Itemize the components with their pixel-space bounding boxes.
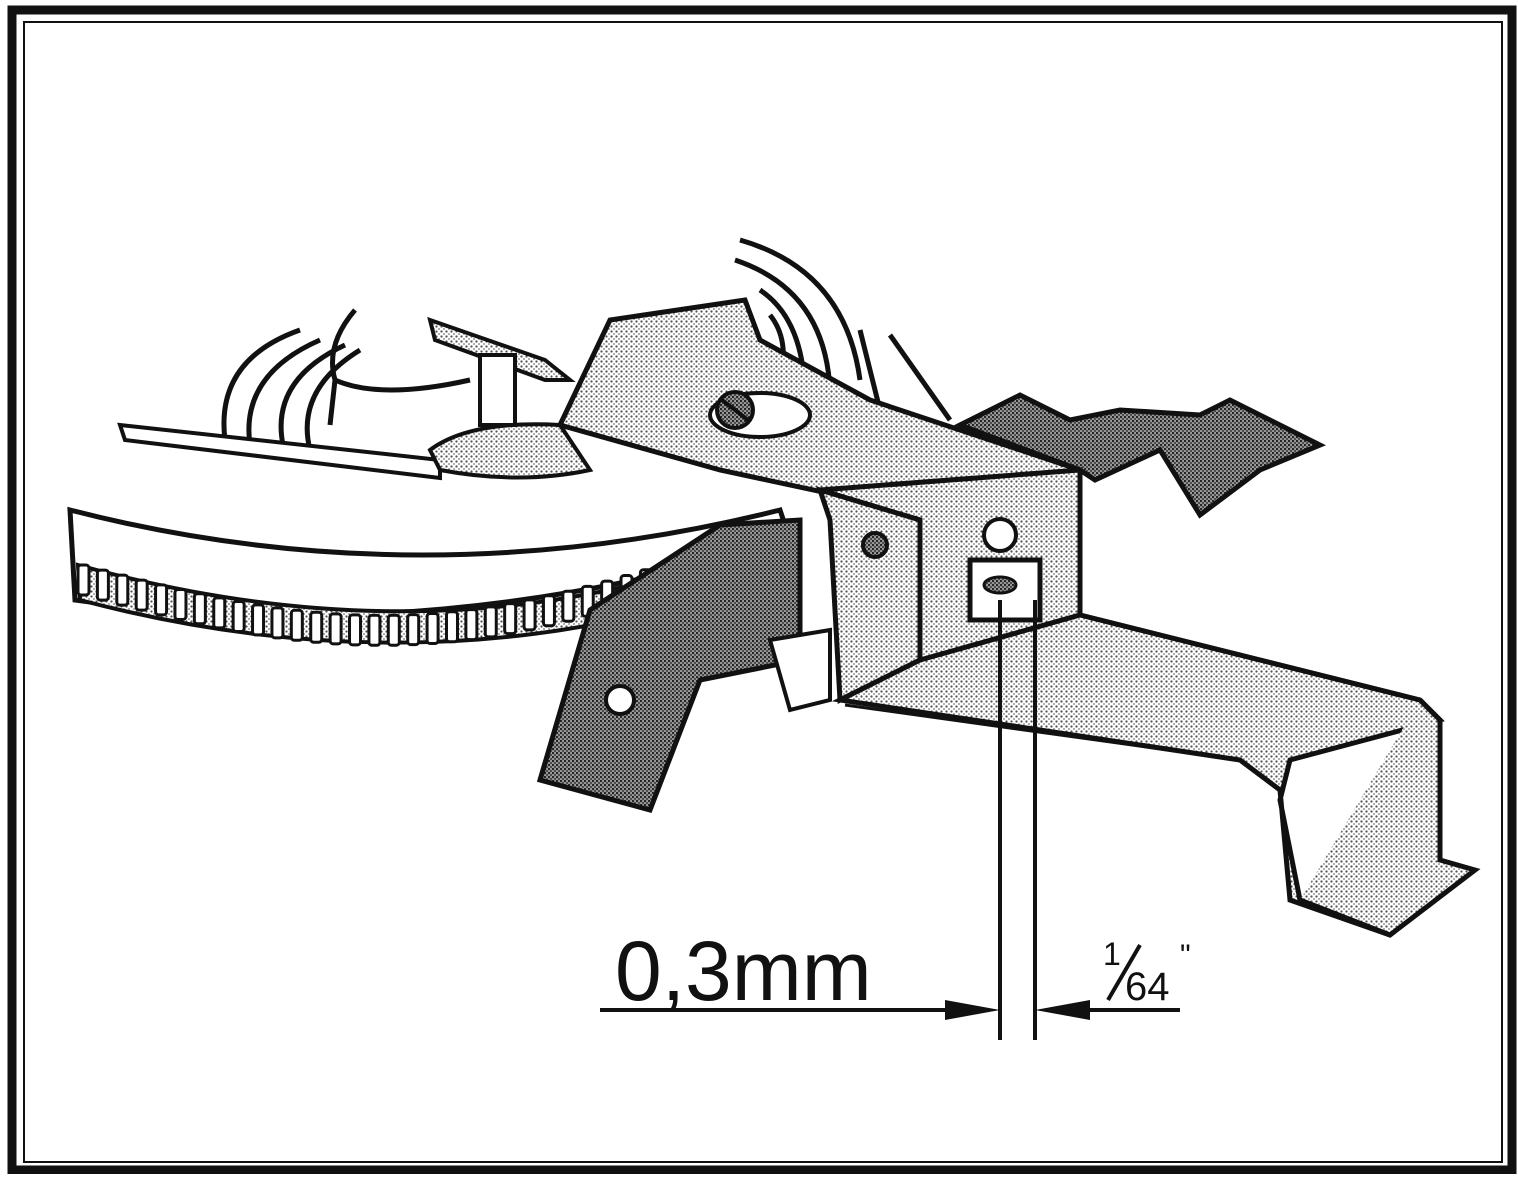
metric-gap-label: 0,3mm	[615, 924, 872, 1018]
rack-tooth	[522, 598, 537, 632]
rack-tooth	[541, 594, 556, 628]
rack-tooth	[251, 603, 266, 637]
main-bracket	[556, 297, 1083, 503]
rack-tooth	[483, 605, 498, 639]
outer-frame	[7, 5, 1517, 1175]
imperial-denominator: 64	[1125, 965, 1170, 1009]
arrow-left-head	[945, 1000, 1000, 1020]
arrow-right-head	[1035, 1000, 1090, 1020]
lower-strap	[536, 517, 832, 814]
imperial-gap-label: 1 64 "	[1103, 936, 1191, 1009]
rack-tooth	[134, 578, 149, 612]
rack-tooth	[425, 611, 440, 645]
upper-arm	[117, 422, 442, 481]
rack-tooth	[76, 563, 91, 597]
rack-tooth	[212, 596, 227, 630]
rack-tooth	[115, 573, 130, 607]
flat-arm	[831, 612, 1481, 938]
rack-tooth	[95, 568, 110, 602]
rack-tooth	[154, 583, 169, 617]
rack-tooth	[309, 610, 324, 644]
rack-tooth	[444, 610, 459, 644]
latch-lever	[427, 316, 594, 480]
rack-tooth	[192, 592, 207, 626]
rack-tooth	[348, 613, 363, 647]
spring-plate	[953, 392, 1327, 519]
rack-tooth	[406, 613, 421, 647]
imperial-numerator: 1	[1103, 936, 1121, 972]
rack-tooth	[231, 600, 246, 634]
rack-tooth	[173, 587, 188, 621]
rack-tooth	[289, 608, 304, 642]
rack-tooth	[464, 608, 479, 642]
rack-tooth	[367, 613, 382, 647]
rack-tooth	[328, 612, 343, 646]
inner-frame	[23, 21, 1503, 1163]
dimension-lines	[600, 600, 1180, 1040]
rack-tooth	[270, 606, 285, 640]
rack-tooth	[561, 589, 576, 623]
adjuster-block	[816, 467, 1083, 704]
rack-tooth	[503, 602, 518, 636]
inch-mark: "	[1180, 939, 1191, 972]
rack-tooth	[386, 613, 401, 647]
